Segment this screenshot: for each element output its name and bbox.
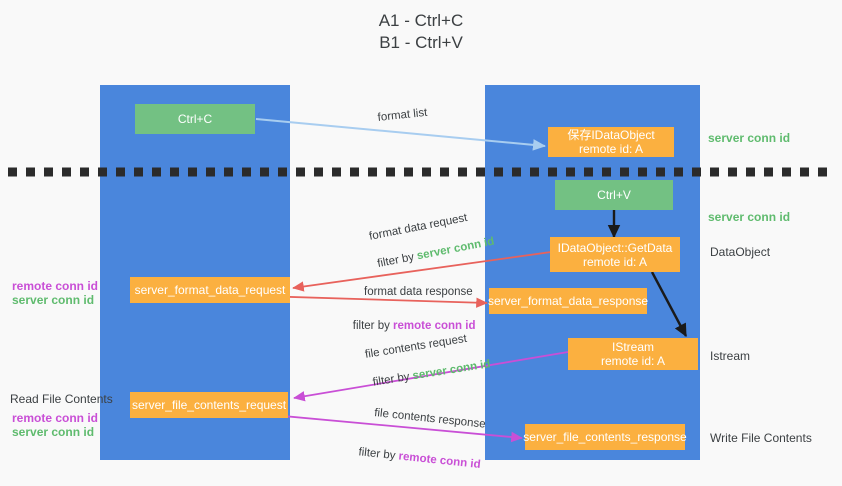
box-server-file-contents-request[interactable]: server_file_contents_request: [130, 392, 288, 418]
label-server-conn-id-second: server conn id: [708, 210, 791, 224]
label-server-conn-id-format: server conn id: [12, 293, 95, 307]
caption-filter-key-remote-1: remote conn id: [393, 320, 476, 332]
box-ctrl-c[interactable]: Ctrl+C: [135, 104, 255, 134]
label-server-conn-id-top: server conn id: [708, 131, 791, 145]
caption-file-contents-response: file contents response: [373, 406, 487, 431]
caption-filter-key-server-1: server conn id: [415, 235, 496, 263]
caption-filter-prefix-3: filter by: [371, 370, 414, 389]
box-ctrl-v[interactable]: Ctrl+V: [555, 180, 673, 210]
label-write-file-contents: Write File Contents: [710, 431, 812, 445]
label-remote-conn-id-file: remote conn id: [12, 411, 99, 425]
label-istream: Istream: [710, 349, 751, 363]
label-remote-conn-id-format: remote conn id: [12, 279, 99, 293]
box-server-file-contents-response[interactable]: server_file_contents_response: [523, 424, 687, 450]
caption-format-list: format list: [377, 106, 428, 124]
label-dataobject: DataObject: [710, 245, 771, 259]
page-title: A1 - Ctrl+C B1 - Ctrl+V: [378, 11, 464, 52]
caption-filter-prefix-2: filter by: [352, 320, 394, 332]
box-idataobject-getdata[interactable]: IDataObject::GetData remote id: A: [550, 237, 680, 272]
caption-filter-prefix-1: filter by: [376, 250, 419, 271]
caption-format-data-response: format data response: [364, 286, 473, 298]
caption-file-contents-response-filter: filter by remote conn id: [344, 430, 483, 486]
box-server-format-data-request[interactable]: server_format_data_request: [130, 277, 290, 303]
box-save-dataobject[interactable]: 保存IDataObject remote id: A: [548, 127, 674, 157]
caption-filter-key-server-2: server conn id: [411, 358, 492, 383]
box-server-format-data-response[interactable]: server_format_data_response: [488, 288, 648, 314]
label-server-conn-id-file: server conn id: [12, 425, 95, 439]
caption-filter-prefix-4: filter by: [357, 446, 400, 463]
box-istream[interactable]: IStream remote id: A: [568, 338, 698, 370]
caption-format-data-response-filter: filter by remote conn id: [340, 305, 476, 347]
label-read-file-contents: Read File Contents: [10, 392, 113, 406]
caption-filter-key-remote-2: remote conn id: [397, 450, 482, 472]
